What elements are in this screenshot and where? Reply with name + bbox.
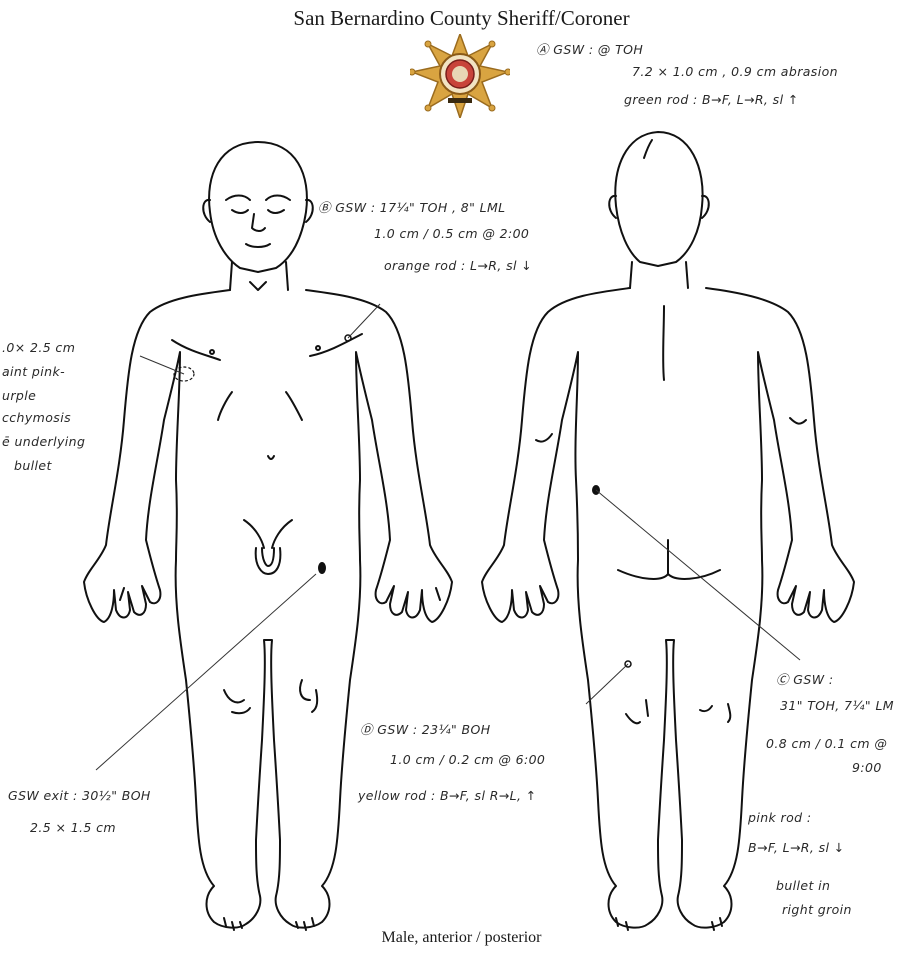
annotation-a-label: Ⓐ GSW : @ TOH	[536, 44, 643, 57]
left-note-line3: urple	[2, 390, 36, 403]
annotation-c-line5: B→F, L→R, sl ↓	[748, 842, 845, 855]
annotation-c-line7: right groin	[782, 904, 852, 917]
annotation-exit-line2: 2.5 × 1.5 cm	[30, 822, 116, 835]
annotation-c-label: Ⓒ GSW :	[776, 674, 833, 687]
left-note-line6: bullet	[14, 460, 52, 473]
annotation-exit-line1: GSW exit : 30½" BOH	[8, 790, 151, 803]
leader-lines	[96, 304, 800, 770]
left-note-line2: aint pink-	[2, 366, 65, 379]
annotation-a-line2: green rod : B→F, L→R, sl ↑	[624, 94, 799, 107]
annotation-c-line2: 0.8 cm / 0.1 cm @	[766, 738, 887, 751]
annotation-b-line1: 1.0 cm / 0.5 cm @ 2:00	[374, 228, 529, 241]
annotation-d-line1: 1.0 cm / 0.2 cm @ 6:00	[390, 754, 545, 767]
annotation-c-line3: 9:00	[852, 762, 882, 775]
left-note-line1: .0× 2.5 cm	[2, 342, 75, 355]
left-note-line5: ē underlying	[2, 436, 85, 449]
annotation-d-label: Ⓓ GSW : 23¼" BOH	[360, 724, 491, 737]
annotation-a-line1: 7.2 × 1.0 cm , 0.9 cm abrasion	[632, 66, 838, 79]
left-note-line4: cchymosis	[2, 412, 71, 425]
annotation-c-line6: bullet in	[776, 880, 830, 893]
annotation-b-line2: orange rod : L→R, sl ↓	[384, 260, 532, 273]
diagram-caption: Male, anterior / posterior	[0, 929, 923, 947]
annotation-c-line4: pink rod :	[748, 812, 811, 825]
annotation-d-line2: yellow rod : B→F, sl R→L, ↑	[358, 790, 537, 803]
annotation-c-line1: 31" TOH, 7¼" LM	[780, 700, 894, 713]
annotation-b-label: Ⓑ GSW : 17¼" TOH , 8" LML	[318, 202, 506, 215]
